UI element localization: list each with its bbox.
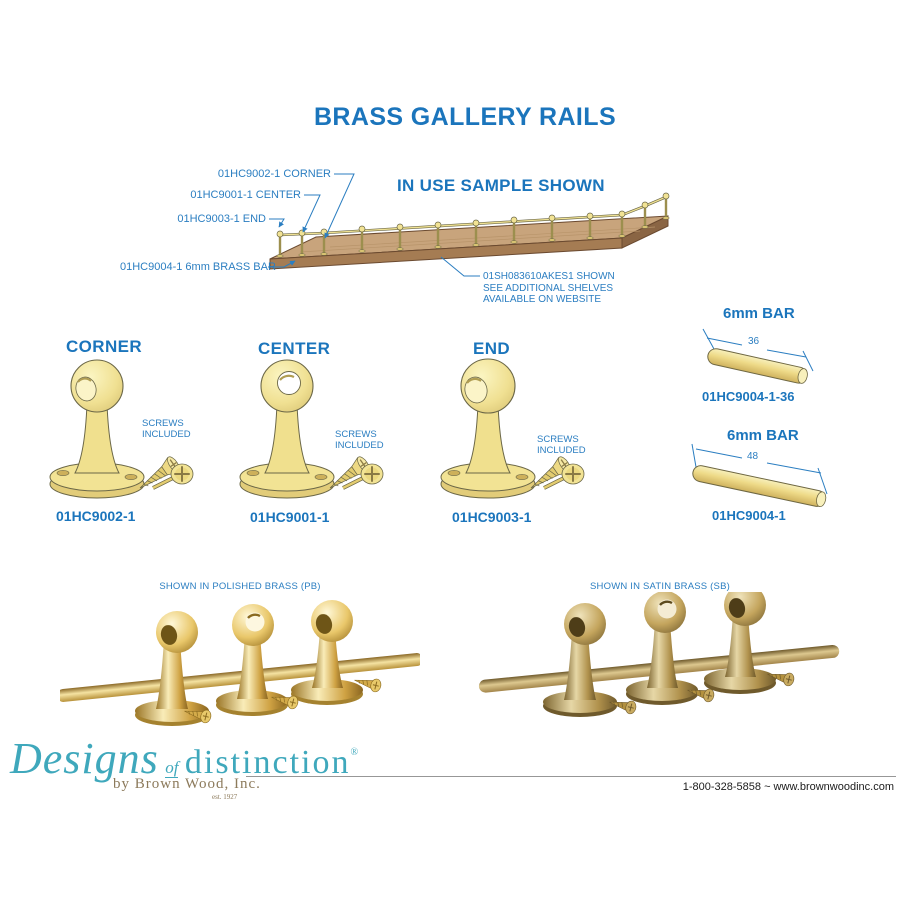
center-heading: CENTER xyxy=(258,339,331,358)
sample-heading: IN USE SAMPLE SHOWN xyxy=(397,176,605,195)
polished-brass-photo xyxy=(60,600,420,726)
shelf-gallery-rail xyxy=(276,192,670,258)
bar-48-drawing xyxy=(691,443,828,508)
logo-word-designs: Designs xyxy=(10,734,159,783)
corner-screws-note: SCREWS INCLUDED xyxy=(142,418,191,440)
sample-note: 01SH083610AKES1 SHOWN SEE ADDITIONAL SHE… xyxy=(483,271,615,306)
callout-corner-label: 01HC9002-1 CORNER xyxy=(217,168,331,180)
satin-brass-photo xyxy=(478,592,840,717)
note-line-3: AVAILABLE ON WEBSITE xyxy=(483,294,601,305)
end-part-number: 01HC9003-1 xyxy=(452,509,532,525)
callout-end-label: 01HC9003-1 END xyxy=(177,213,266,225)
note-line-2: SEE ADDITIONAL SHELVES xyxy=(483,282,614,294)
corner-heading: CORNER xyxy=(66,337,143,356)
bar-36-length: 36 xyxy=(746,336,762,347)
polished-brass-caption: SHOWN IN POLISHED BRASS (PB) xyxy=(159,581,321,592)
center-post-drawing xyxy=(239,359,384,499)
callout-leader-lines xyxy=(268,173,480,277)
callout-center-label: 01HC9001-1 CENTER xyxy=(190,189,301,201)
bar-48-part-number: 01HC9004-1 xyxy=(712,508,786,523)
center-screws xyxy=(329,456,384,490)
bar-36-heading: 6mm BAR xyxy=(723,305,795,322)
polished-screws xyxy=(184,678,382,724)
page-title: BRASS GALLERY RAILS xyxy=(313,103,617,131)
note-line-1: 01SH083610AKES1 SHOWN xyxy=(483,271,615,282)
end-screws-note: SCREWS INCLUDED xyxy=(537,434,586,456)
bar-48-heading: 6mm BAR xyxy=(727,427,799,444)
shelf-plank xyxy=(269,215,669,270)
brand-logo: Designs of distinction® xyxy=(10,733,358,784)
end-heading: END xyxy=(473,339,511,358)
footer-contact: 1-800-328-5858 ~ www.brownwoodinc.com xyxy=(682,781,894,793)
brand-established: est. 1927 xyxy=(212,793,238,801)
center-part-number: 01HC9001-1 xyxy=(250,509,330,525)
brand-byline: by Brown Wood, Inc. xyxy=(113,776,261,792)
corner-screws xyxy=(139,456,194,490)
logo-word-of: of xyxy=(165,758,179,778)
corner-part-number: 01HC9002-1 xyxy=(56,508,136,524)
satin-brass-caption: SHOWN IN SATIN BRASS (SB) xyxy=(590,581,730,592)
end-post-drawing xyxy=(440,358,585,499)
satin-screws xyxy=(609,672,795,715)
footer-divider xyxy=(246,776,896,777)
end-screws xyxy=(530,456,585,490)
corner-post-drawing xyxy=(49,359,194,499)
callout-bar-label: 01HC9004-1 6mm BRASS BAR xyxy=(120,261,276,273)
registered-mark: ® xyxy=(350,747,359,758)
center-screws-note: SCREWS INCLUDED xyxy=(335,429,384,451)
logo-word-distinction: distinction xyxy=(184,744,351,781)
bar-48-length: 48 xyxy=(745,451,761,462)
bar-36-part-number: 01HC9004-1-36 xyxy=(702,389,795,404)
bar-36-drawing xyxy=(702,328,814,384)
